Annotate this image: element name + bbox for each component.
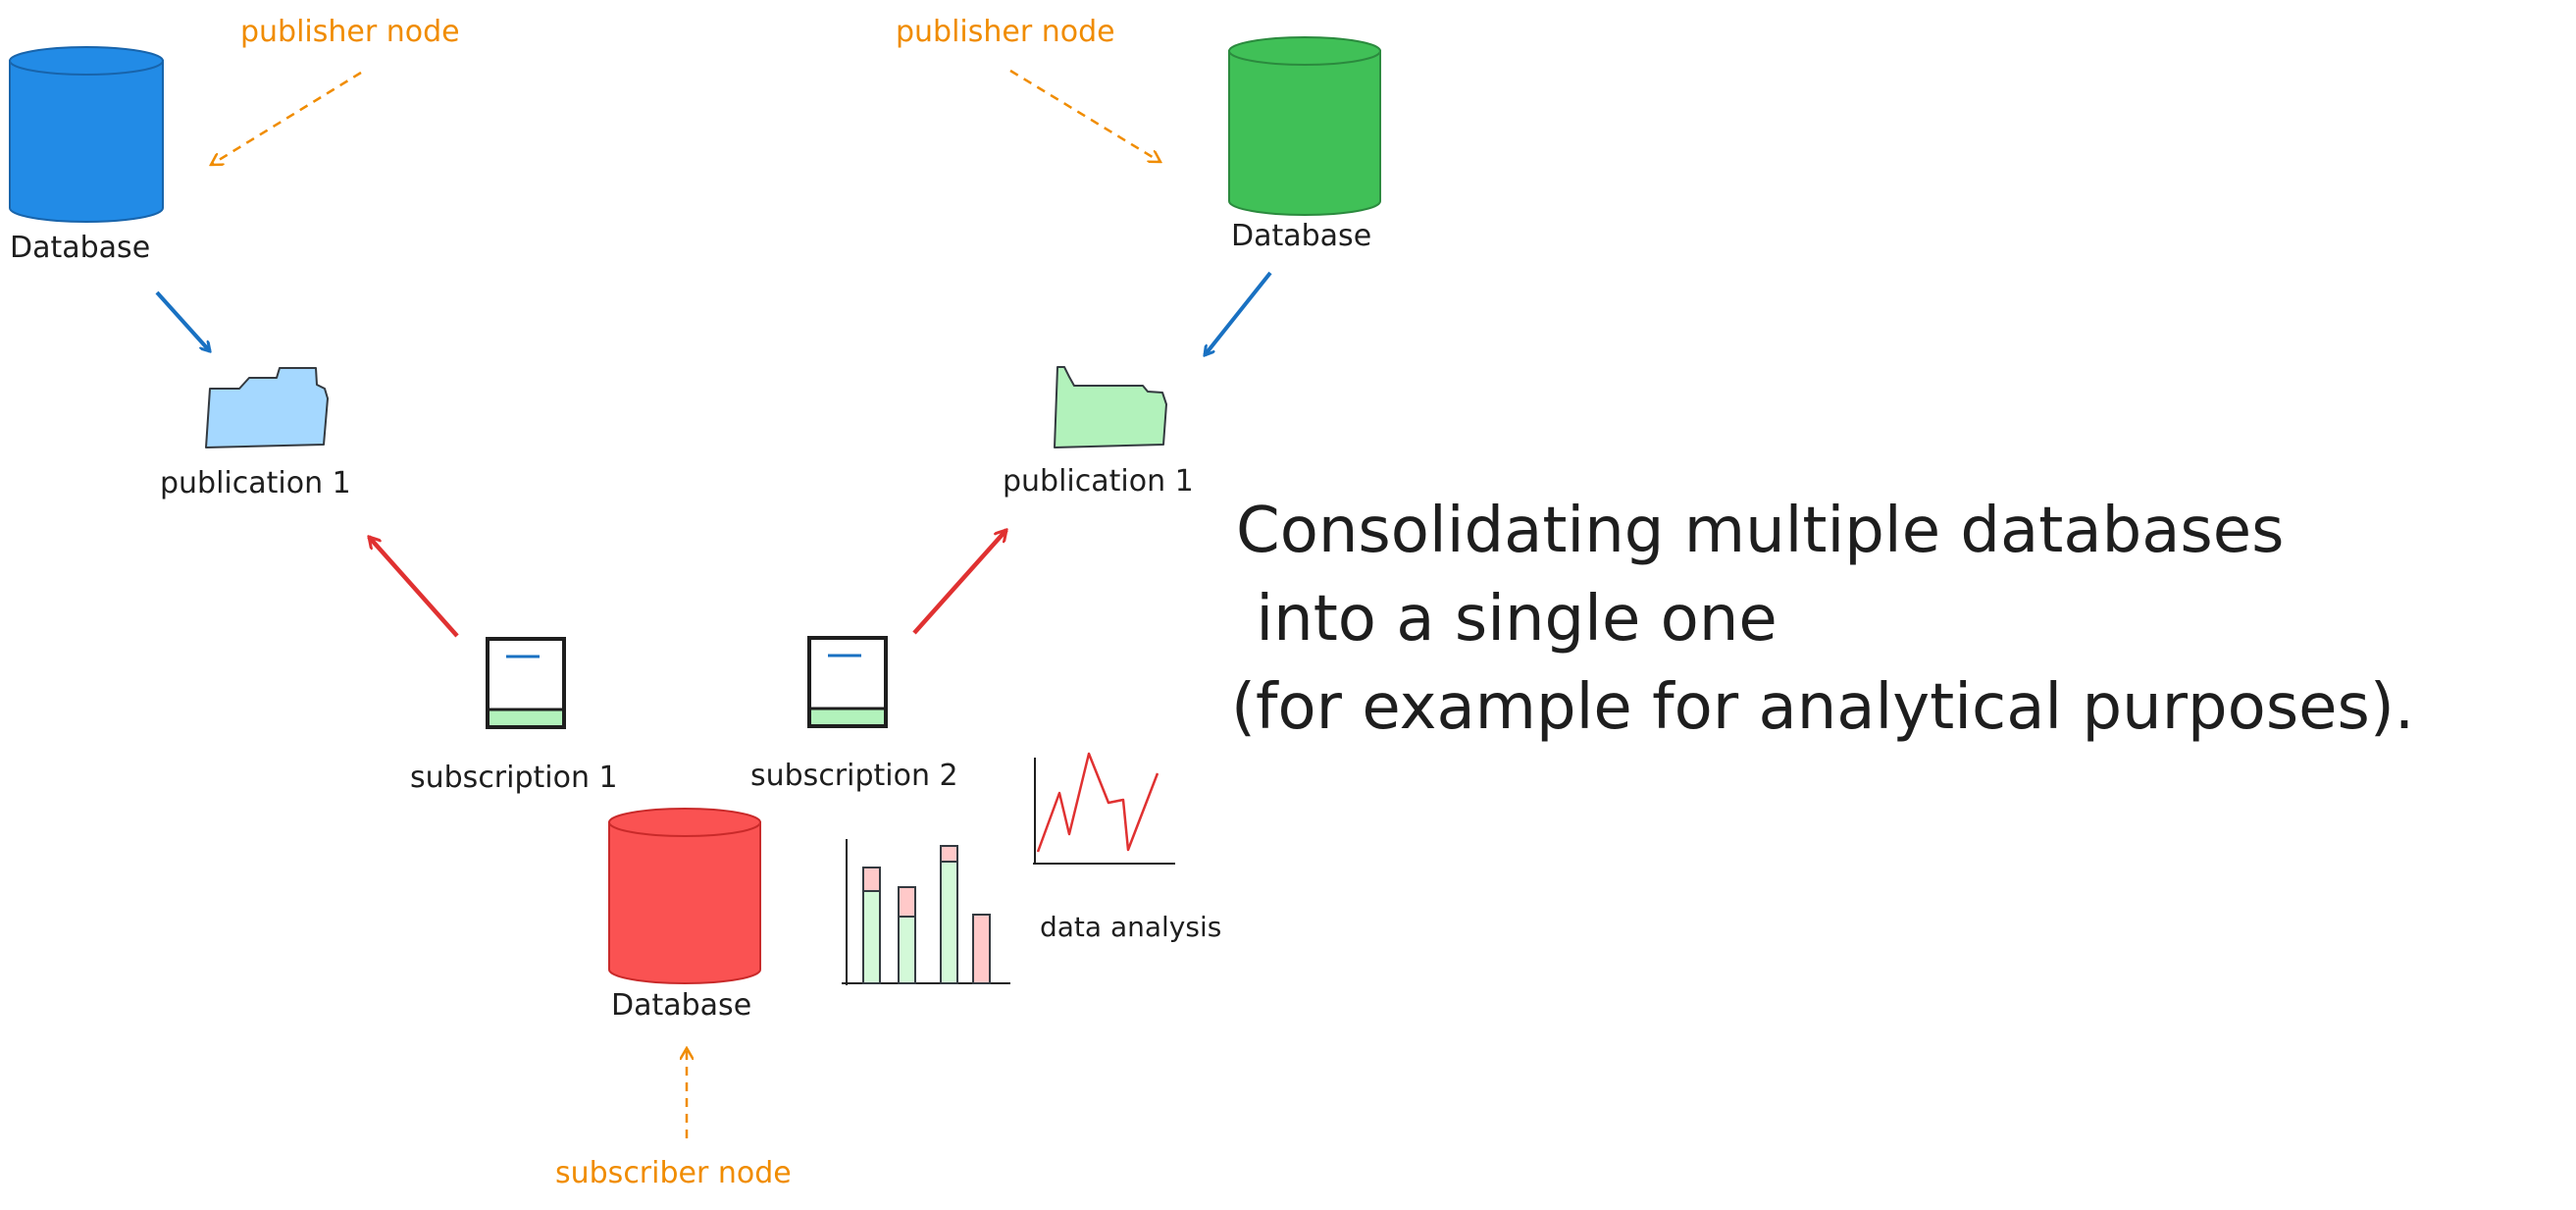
folder-icon-left <box>205 367 329 448</box>
subscription-2-icon <box>807 636 888 728</box>
database-icon-right <box>1228 36 1381 216</box>
publish-arrow-left <box>155 290 210 351</box>
folder-icon-right <box>1054 366 1167 448</box>
line-chart-sketch-icon <box>1033 752 1175 865</box>
data-analysis-label: data analysis <box>1040 911 1221 943</box>
caption-line-1: Consolidating multiple databases <box>1236 495 2284 567</box>
publish-arrow-right <box>1205 271 1272 355</box>
caption-line-2: into a single one <box>1236 583 1777 656</box>
publisher-node-label-left: publisher node <box>240 15 460 49</box>
bar-chart-sketch-icon <box>842 839 1010 985</box>
database-label-bottom: Database <box>611 988 751 1023</box>
subscribe-arrow-right <box>912 530 1006 635</box>
caption-line-3: (for example for analytical purposes). <box>1231 671 2414 744</box>
publisher-pointer-right <box>1009 69 1160 162</box>
subscriber-node-label: subscriber node <box>555 1156 792 1190</box>
publisher-node-label-right: publisher node <box>896 15 1115 49</box>
database-icon-left <box>9 46 164 223</box>
subscription-1-label: subscription 1 <box>410 761 618 795</box>
subscribe-arrow-left <box>369 537 459 638</box>
publication-label-right: publication 1 <box>1003 464 1194 499</box>
publication-label-left: publication 1 <box>160 466 351 500</box>
database-label-right: Database <box>1231 219 1371 253</box>
publisher-pointer-left <box>211 71 362 165</box>
subscription-2-label: subscription 2 <box>750 759 958 793</box>
database-icon-bottom <box>608 808 761 984</box>
subscription-1-icon <box>486 637 566 729</box>
database-label-left: Database <box>10 231 150 265</box>
